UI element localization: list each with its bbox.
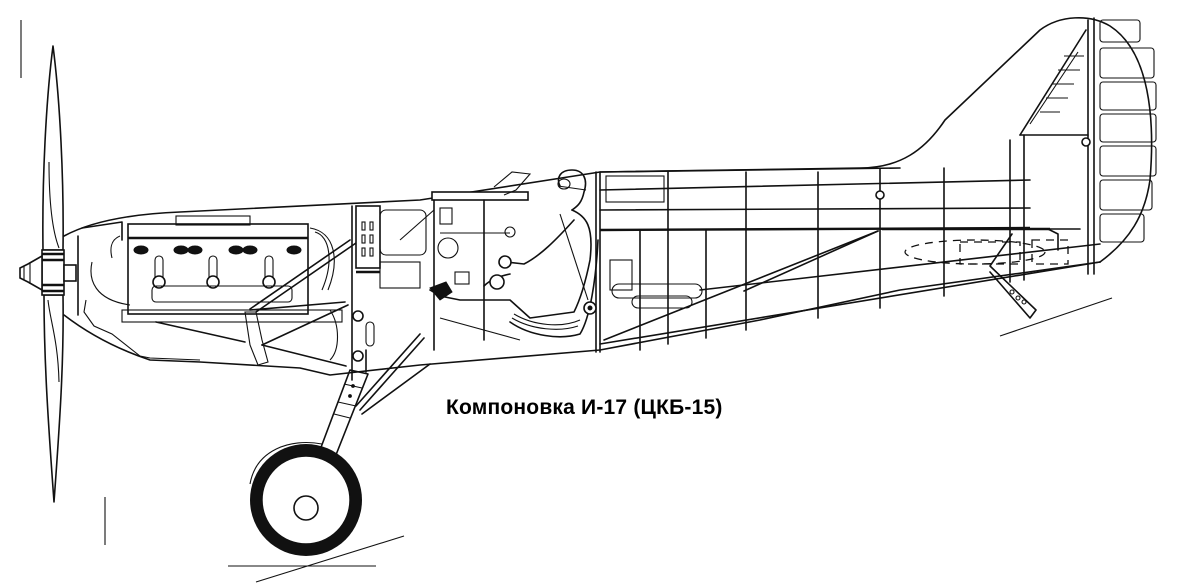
engine-mount (155, 239, 357, 367)
spinner (19, 254, 77, 292)
cockpit (399, 171, 532, 351)
fuselage-outline (63, 16, 1153, 376)
fin-and-rudder (1019, 17, 1157, 281)
fuselage-frame (599, 139, 1101, 351)
drawing-caption: Компоновка И-17 (ЦКБ-15) (446, 396, 723, 419)
firewall (351, 205, 427, 381)
wheel (249, 441, 362, 556)
pilot (429, 169, 592, 319)
engine (77, 215, 343, 323)
ground-lines (228, 535, 405, 583)
main-landing-gear (313, 333, 431, 471)
propeller (20, 20, 106, 545)
tail-skid (882, 227, 1113, 337)
lower-cowling (83, 299, 339, 361)
seat (439, 239, 599, 341)
